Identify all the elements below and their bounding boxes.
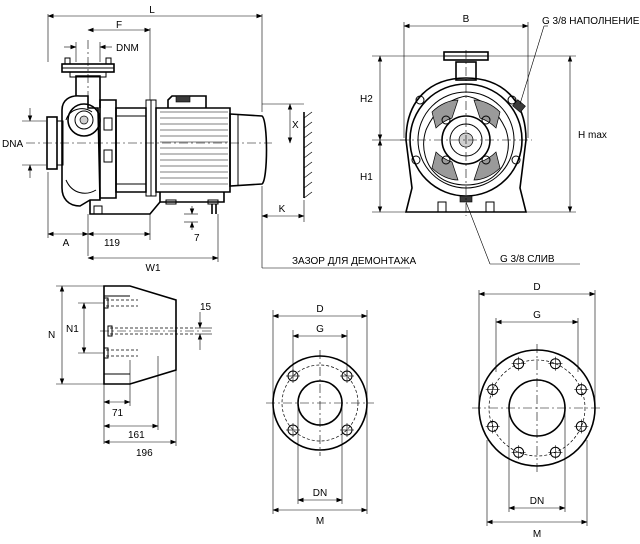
flange-8-bolt-holes: [485, 356, 589, 460]
side-view-dimensions: L F DNM DNA A 119 W1 7: [2, 5, 417, 274]
dim-label-N: N: [48, 330, 55, 341]
flange-8-hole: [472, 344, 602, 472]
dim-label-Hmax: H max: [578, 130, 607, 141]
dim-label-71: 71: [112, 408, 124, 419]
flange-8-label-DN: DN: [530, 496, 544, 507]
clearance-label: ЗАЗОР ДЛЯ ДЕМОНТАЖА: [292, 256, 417, 267]
flange-4-label-DN: DN: [313, 488, 327, 499]
base-plate: [103, 285, 177, 385]
dim-label-X: X: [292, 120, 299, 131]
flange-4-label-M: M: [316, 516, 324, 527]
dim-label-K: K: [279, 204, 286, 215]
dim-label-DNA: DNA: [2, 139, 23, 150]
dim-label-F: F: [116, 20, 122, 31]
drain-port-label: G 3/8 СЛИВ: [500, 254, 555, 265]
pump-front-view: [400, 50, 532, 216]
fill-port-label: G 3/8 НАПОЛНЕНИЕ: [542, 16, 640, 27]
pump-side-view: [26, 40, 313, 215]
dim-label-H1: H1: [360, 172, 373, 183]
base-foot-view: [100, 285, 214, 385]
fill-plug: [512, 99, 526, 113]
front-view-dimensions: B H2 H1 H max G 3/8 НАПОЛНЕНИЕ G 3/8 СЛИ…: [360, 14, 640, 265]
dim-label-15: 15: [200, 302, 212, 313]
flange-4-hole: [266, 350, 374, 456]
fan-cover: [229, 113, 268, 187]
base-view-dimensions: N N1 15 71 161 196: [48, 285, 212, 459]
flange-8-label-M: M: [533, 529, 541, 540]
dim-label-A: A: [63, 238, 70, 249]
flange-4-label-D: D: [316, 304, 323, 315]
dim-label-L: L: [149, 5, 155, 16]
motor-body: [155, 107, 231, 193]
dim-label-H2: H2: [360, 94, 373, 105]
terminal-box: [167, 95, 207, 108]
dim-label-7: 7: [194, 233, 200, 244]
dim-label-DNM: DNM: [116, 43, 139, 54]
dim-label-119: 119: [104, 238, 120, 249]
dim-label-W1: W1: [146, 263, 161, 274]
flange-4-label-G: G: [316, 324, 324, 335]
flange-8-dimensions: D G DN M: [478, 282, 596, 540]
dim-label-161: 161: [128, 430, 145, 441]
flange-8-label-D: D: [533, 282, 540, 293]
flange-8-label-G: G: [533, 310, 541, 321]
dim-label-B: B: [463, 14, 470, 25]
dim-label-N1: N1: [66, 324, 79, 335]
flange-4-dimensions: D G DN M: [272, 304, 368, 527]
dim-label-196: 196: [136, 448, 153, 459]
